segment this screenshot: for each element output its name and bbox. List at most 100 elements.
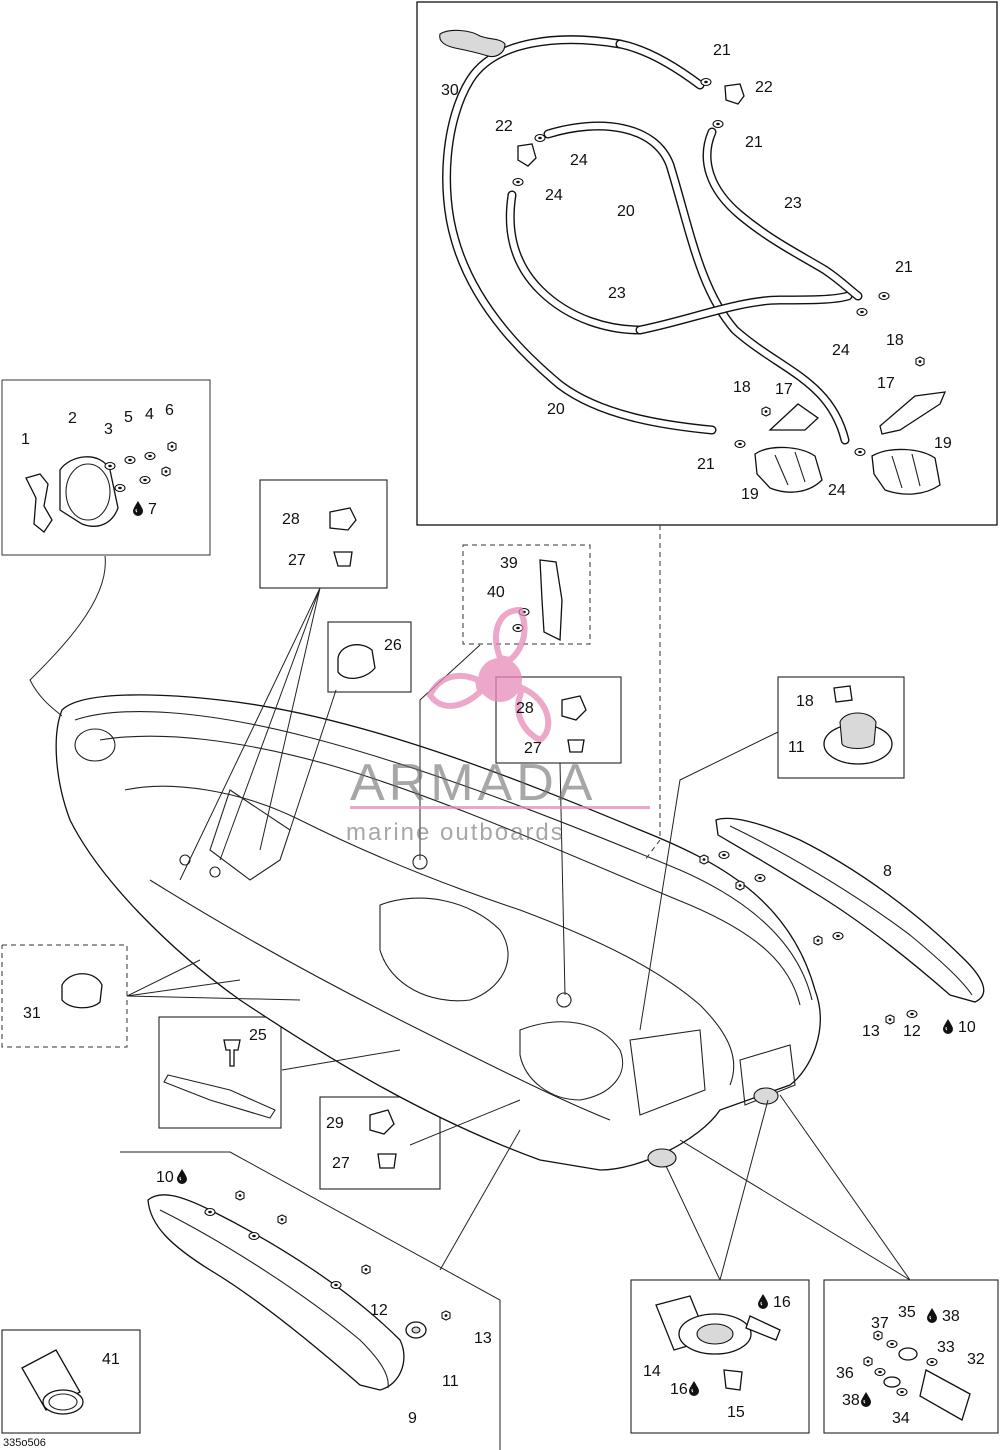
callout-18c: 18 bbox=[796, 693, 814, 710]
clip-box-29-27 bbox=[319, 1096, 441, 1190]
sealant-drop-icon bbox=[176, 1168, 188, 1185]
diagram-reference: 335o506 bbox=[3, 1437, 46, 1449]
clip-27-top bbox=[333, 551, 353, 567]
rub-rail-9 bbox=[147, 1190, 451, 1391]
callout-18a: 18 bbox=[886, 332, 904, 349]
sealant-drop-icon bbox=[757, 1293, 769, 1310]
callout-18b: 18 bbox=[733, 379, 751, 396]
callout-16b: 16 bbox=[670, 1381, 688, 1398]
clip-28-top bbox=[329, 507, 357, 531]
screw-25 bbox=[163, 1039, 276, 1119]
bolt-16-15 bbox=[723, 1315, 781, 1391]
callout-32: 32 bbox=[967, 1351, 985, 1368]
callout-12a: 12 bbox=[903, 1023, 921, 1040]
callout-38a: 38 bbox=[942, 1308, 960, 1325]
hull bbox=[55, 694, 821, 1171]
fitting-22-left bbox=[517, 143, 537, 167]
callout-4: 4 bbox=[145, 406, 154, 423]
callout-34: 34 bbox=[892, 1410, 910, 1427]
callout-24c: 24 bbox=[832, 342, 850, 359]
callout-33: 33 bbox=[937, 1339, 955, 1356]
callout-5: 5 bbox=[124, 409, 133, 426]
cap-box-18-11 bbox=[777, 676, 905, 779]
brand-watermark: ARMADA marine outboards bbox=[346, 606, 650, 846]
callout-10b: 10 bbox=[156, 1169, 174, 1186]
callout-41: 41 bbox=[102, 1351, 120, 1368]
hose-20 bbox=[442, 35, 850, 445]
hose-23 bbox=[615, 39, 863, 335]
sealant-drop-icon bbox=[132, 500, 144, 517]
callout-35: 35 bbox=[898, 1304, 916, 1321]
callout-28a: 28 bbox=[282, 511, 300, 528]
callout-17b: 17 bbox=[877, 375, 895, 392]
callout-27c: 27 bbox=[332, 1155, 350, 1172]
drain-cover-assembly bbox=[25, 441, 177, 533]
vent-19-right bbox=[871, 448, 941, 495]
callout-21c: 21 bbox=[895, 259, 913, 276]
sealant-drop-icon bbox=[688, 1380, 700, 1397]
callout-2: 2 bbox=[68, 410, 77, 427]
callout-15: 15 bbox=[727, 1404, 745, 1421]
clamp-box-26 bbox=[327, 621, 412, 693]
callout-30: 30 bbox=[441, 82, 459, 99]
callout-21b: 21 bbox=[745, 134, 763, 151]
callout-37: 37 bbox=[871, 1315, 889, 1332]
callout-13a: 13 bbox=[862, 1023, 880, 1040]
callout-36: 36 bbox=[836, 1365, 854, 1382]
tube-32-assembly bbox=[863, 1330, 971, 1421]
callout-25: 25 bbox=[249, 1027, 267, 1044]
callout-28b: 28 bbox=[516, 700, 534, 717]
callout-27a: 27 bbox=[288, 552, 306, 569]
sealant-drop-icon bbox=[926, 1307, 938, 1324]
clip-29 bbox=[369, 1109, 395, 1135]
callout-12b: 12 bbox=[370, 1302, 388, 1319]
callout-1: 1 bbox=[21, 431, 30, 448]
callout-31: 31 bbox=[23, 1005, 41, 1022]
callout-17a: 17 bbox=[775, 381, 793, 398]
callout-9: 9 bbox=[408, 1410, 417, 1427]
callout-16a: 16 bbox=[773, 1294, 791, 1311]
clip-box-28-27-top bbox=[259, 479, 388, 589]
callout-21a: 21 bbox=[713, 42, 731, 59]
callout-21d: 21 bbox=[697, 456, 715, 473]
callout-20a: 20 bbox=[617, 203, 635, 220]
clamp-26 bbox=[337, 644, 376, 679]
callout-26: 26 bbox=[384, 637, 402, 654]
bracket-17-left bbox=[768, 403, 820, 431]
callout-3: 3 bbox=[104, 421, 113, 438]
bracket-box-39-40 bbox=[462, 544, 591, 645]
callout-38b: 38 bbox=[842, 1392, 860, 1409]
callout-7: 7 bbox=[148, 501, 157, 518]
bracket-17-right bbox=[879, 391, 947, 435]
callout-23b: 23 bbox=[608, 285, 626, 302]
callout-24a: 24 bbox=[570, 152, 588, 169]
callout-23a: 23 bbox=[784, 195, 802, 212]
watermark-brand: ARMADA bbox=[350, 754, 596, 812]
tube-box-32-38 bbox=[823, 1279, 999, 1434]
sealant-drop-icon bbox=[942, 1018, 954, 1035]
clip-27-low bbox=[377, 1153, 397, 1169]
cap-11-box bbox=[823, 685, 893, 765]
rub-rail-8 bbox=[699, 817, 985, 1025]
callout-13b: 13 bbox=[474, 1330, 492, 1347]
screw-box-25 bbox=[158, 1016, 282, 1129]
clamp-box-31 bbox=[1, 944, 128, 1048]
callout-10a: 10 bbox=[958, 1019, 976, 1036]
drain-cover-box bbox=[1, 379, 211, 556]
callout-24d: 24 bbox=[828, 482, 846, 499]
sealant-drop-icon bbox=[860, 1391, 872, 1408]
fitting-30 bbox=[439, 29, 506, 58]
propeller-logo-icon bbox=[426, 606, 552, 744]
callout-19a: 19 bbox=[934, 435, 952, 452]
callout-11a: 11 bbox=[788, 739, 805, 756]
clip-27-mid bbox=[567, 739, 585, 753]
sleeve-box-41 bbox=[1, 1329, 141, 1434]
callout-20b: 20 bbox=[547, 401, 565, 418]
clip-box-28-27-mid bbox=[495, 676, 622, 764]
callout-27b: 27 bbox=[524, 740, 542, 757]
sleeve-41 bbox=[21, 1349, 84, 1415]
clip-28-mid bbox=[561, 695, 587, 721]
callout-14: 14 bbox=[643, 1363, 661, 1380]
